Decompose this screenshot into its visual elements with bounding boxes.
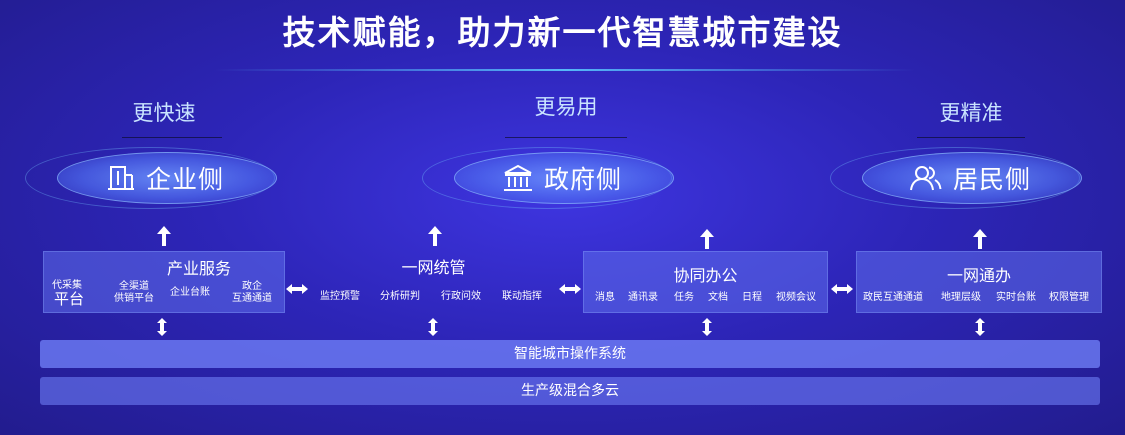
panel-title: 一网通办 xyxy=(946,266,1011,285)
panel-title: 协同办公 xyxy=(673,266,738,285)
item-messages: 消息 xyxy=(595,292,615,303)
people-icon xyxy=(909,163,943,193)
item-permission-management: 权限管理 xyxy=(1049,292,1089,303)
platform-label: 政府侧 xyxy=(543,165,622,194)
value-label-faster: 更快速 xyxy=(132,101,196,125)
panel-title: 产业服务 xyxy=(166,259,231,278)
item-gov-enterprise-channel: 政企 互通通道 xyxy=(232,281,272,304)
title-divider xyxy=(215,69,915,71)
horizontal-double-arrow-icon xyxy=(559,284,581,294)
item-schedule: 日程 xyxy=(742,292,762,303)
panel-title: 一网统管 xyxy=(401,258,466,277)
value-underline xyxy=(122,137,222,138)
value-label-precise: 更精准 xyxy=(939,101,1003,125)
panel-one-stop-service: 一网通办 政民互通通道 地理层级 实时台账 权限管理 xyxy=(856,251,1102,313)
up-arrow-icon xyxy=(700,229,714,249)
bar-smart-city-os: 智能城市操作系统 xyxy=(40,340,1100,368)
item-admin-accountability: 行政问效 xyxy=(441,291,481,302)
page-title: 技术赋能，助力新一代智慧城市建设 xyxy=(282,13,843,52)
value-label-easier: 更易用 xyxy=(534,95,598,119)
panel-unified-governance: 一网统管 监控预警 分析研判 行政问效 联动指挥 xyxy=(310,251,557,313)
platform-government: 政府侧 xyxy=(422,147,674,209)
item-geo-hierarchy: 地理层级 xyxy=(941,292,981,303)
up-arrow-icon xyxy=(428,226,442,246)
vertical-double-arrow-icon xyxy=(975,318,985,336)
item-tasks: 任务 xyxy=(674,292,694,303)
item-contacts: 通讯录 xyxy=(628,292,658,303)
item-channel: 全渠道 供销平台 xyxy=(114,281,154,304)
platform-enterprise: 企业侧 xyxy=(25,147,277,209)
government-building-icon xyxy=(502,163,534,193)
horizontal-double-arrow-icon xyxy=(286,284,308,294)
up-arrow-icon xyxy=(157,226,171,246)
panel-industry-services: 产业服务 代采集 平台 全渠道 供销平台 企业台账 政企 互通通道 xyxy=(43,251,285,313)
item-citizen-gov-channel: 政民互通通道 xyxy=(863,292,923,303)
item-platform-line2: 平台 xyxy=(54,290,85,308)
up-arrow-icon xyxy=(973,229,987,249)
vertical-double-arrow-icon xyxy=(702,318,712,336)
item-documents: 文档 xyxy=(708,292,728,303)
vertical-double-arrow-icon xyxy=(428,318,438,336)
platform-residents: 居民侧 xyxy=(830,147,1082,209)
item-monitor-alert: 监控预警 xyxy=(320,291,360,302)
vertical-double-arrow-icon xyxy=(157,318,167,336)
horizontal-double-arrow-icon xyxy=(831,284,853,294)
item-video-conference: 视频会议 xyxy=(776,292,816,303)
value-underline xyxy=(505,137,627,138)
item-analysis: 分析研判 xyxy=(380,291,420,302)
panel-collaborative-office: 协同办公 消息 通讯录 任务 文档 日程 视频会议 xyxy=(583,251,828,313)
item-platform-line1: 代采集 xyxy=(52,280,82,291)
item-realtime-ledger: 实时台账 xyxy=(996,292,1036,303)
bar-hybrid-multi-cloud: 生产级混合多云 xyxy=(40,377,1100,405)
item-enterprise-ledger: 企业台账 xyxy=(170,287,210,298)
item-coordinated-command: 联动指挥 xyxy=(502,291,542,302)
platform-label: 居民侧 xyxy=(952,165,1031,194)
value-underline xyxy=(917,137,1025,138)
platform-label: 企业侧 xyxy=(145,165,224,194)
building-icon xyxy=(106,163,136,193)
